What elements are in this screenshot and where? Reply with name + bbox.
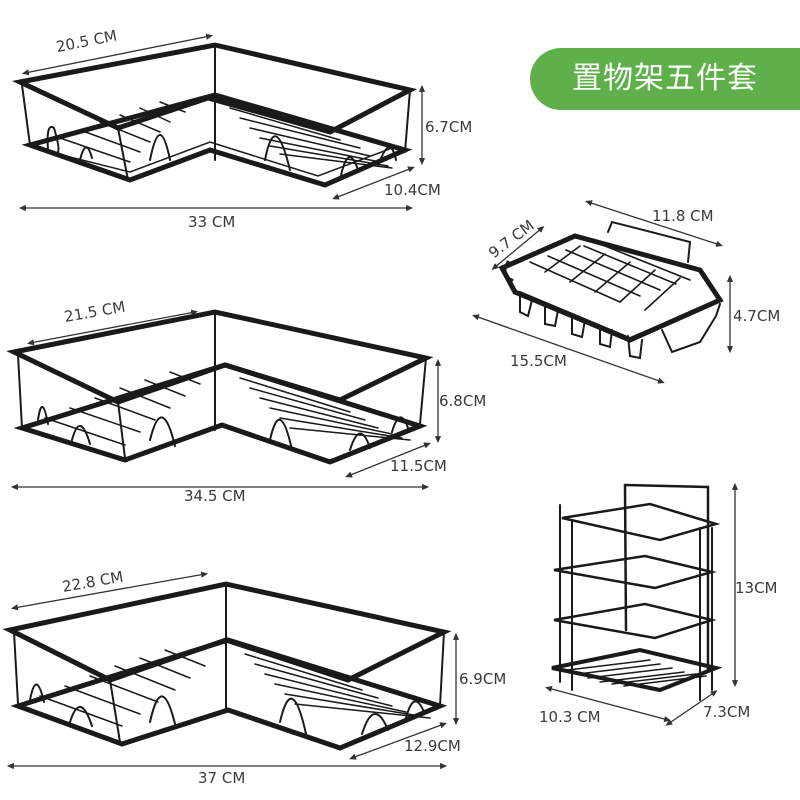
- holder-width-label: 10.3 CM: [539, 708, 601, 726]
- holder-rack: [551, 483, 723, 701]
- rack2-length-label: 34.5 CM: [184, 487, 246, 505]
- corner-shelf-small: [11, 42, 418, 188]
- product-set-badge: 置物架五件套: [530, 48, 800, 110]
- dimension-arrows-rack3: [6, 571, 460, 770]
- dimension-arrows-rack2: [10, 309, 442, 491]
- rack3-depth-label: 12.9CM: [404, 737, 461, 755]
- basket-width-label: 11.8 CM: [652, 207, 714, 225]
- rack3-height-label: 6.9CM: [459, 670, 507, 688]
- holder-depth-label: 7.3CM: [703, 703, 751, 721]
- holder-height-label: 13CM: [735, 579, 778, 597]
- rack3-length-label: 37 CM: [198, 769, 246, 787]
- dimension-arrows-rack1: [18, 33, 426, 212]
- corner-shelf-medium: [6, 309, 434, 465]
- basket-height-label: 4.7CM: [733, 307, 781, 325]
- rack2-height-label: 6.8CM: [439, 392, 487, 410]
- rack2-depth-label: 11.5CM: [390, 457, 447, 475]
- dimension-arrows-basket: [472, 200, 734, 384]
- dimension-arrows-holder: [544, 482, 739, 726]
- rack1-depth-label: 10.4CM: [384, 181, 441, 199]
- corner-shelf-large: [2, 581, 452, 751]
- rack1-height-label: 6.7CM: [425, 118, 473, 136]
- basket-length-label: 15.5CM: [510, 352, 567, 370]
- rack1-length-label: 33 CM: [188, 213, 236, 231]
